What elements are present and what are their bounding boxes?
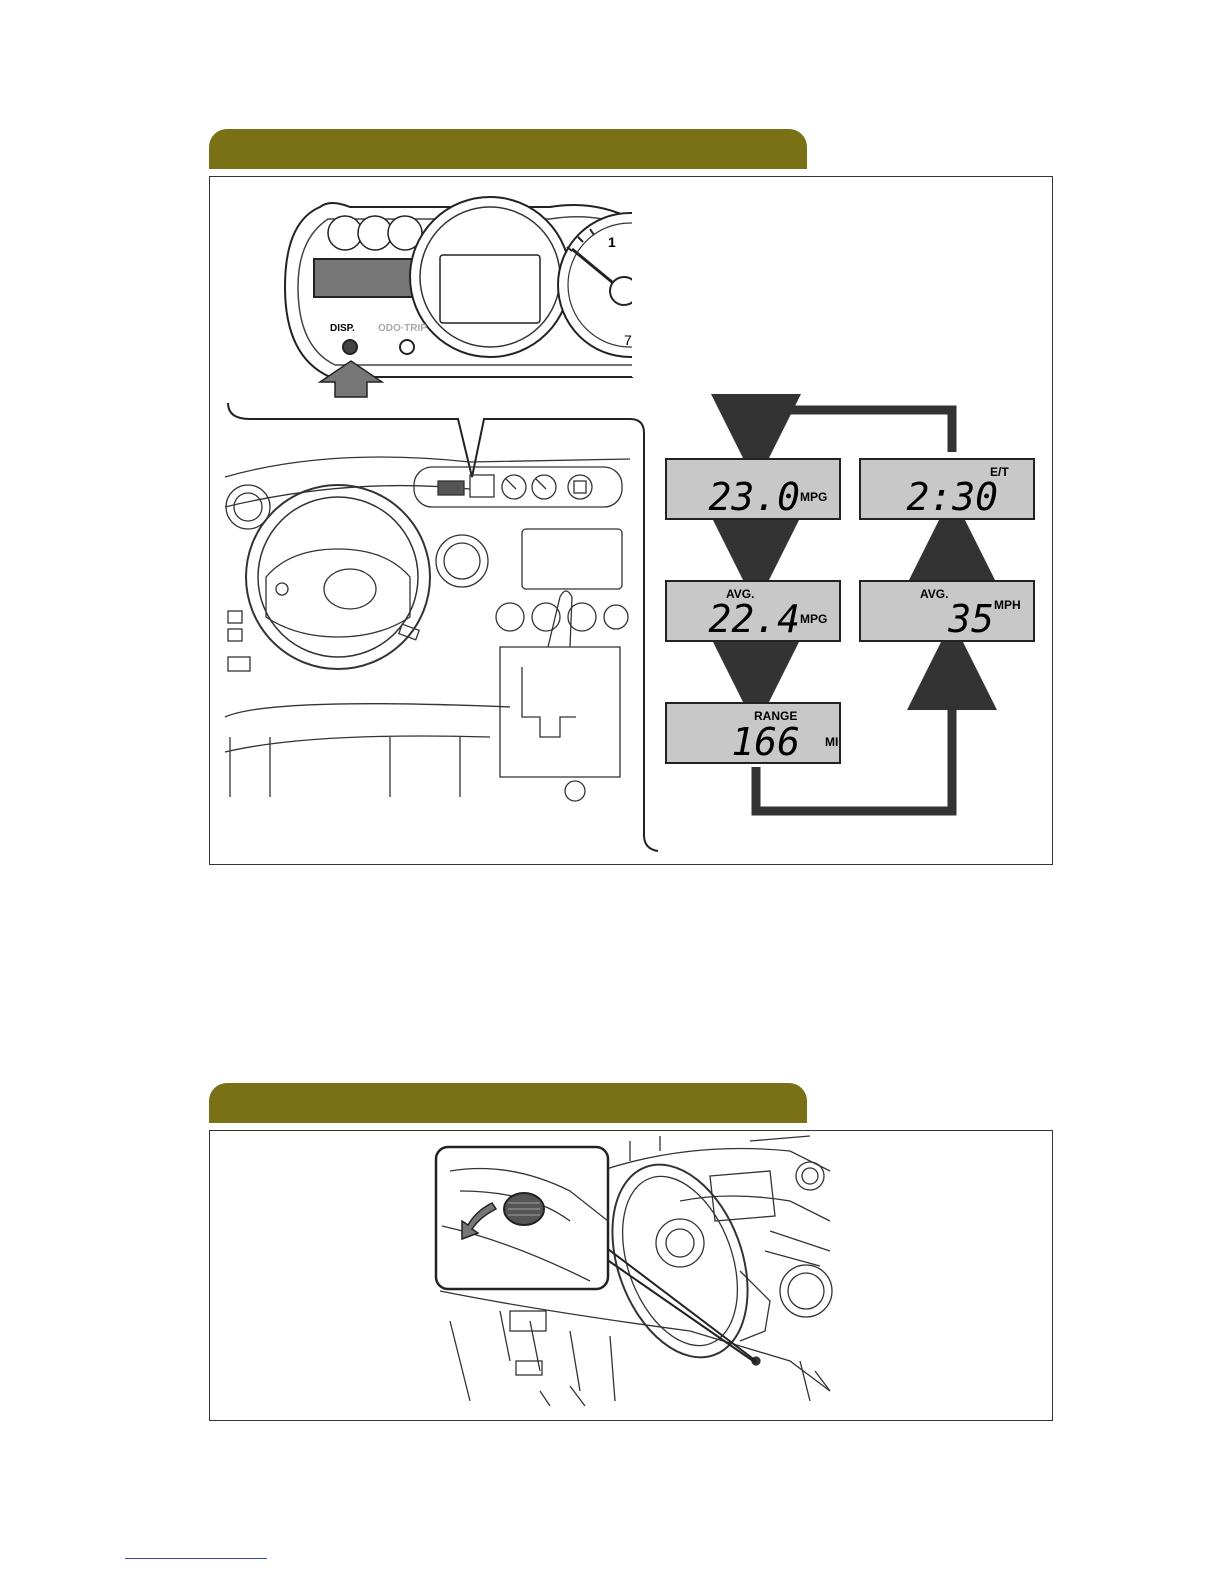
lcd-average-speed-label: AVG. — [920, 587, 948, 601]
odo-trip-button[interactable] — [400, 340, 414, 354]
gauge-mark-1: 1 — [608, 234, 616, 250]
lcd-average-mpg-unit: MPG — [800, 612, 827, 626]
lcd-current-mpg-value: 23.0 — [708, 475, 800, 519]
disp-button[interactable] — [343, 340, 357, 354]
trip-display-illustration: 1 7 DISP. ODO·TRIP — [210, 177, 1052, 864]
fuel-door-release-inset — [436, 1147, 608, 1289]
lcd-average-speed-unit: MPH — [994, 598, 1021, 612]
lcd-range: RANGE 166 MI — [666, 703, 840, 764]
lcd-elapsed-time-value: 2:30 — [906, 475, 998, 519]
gauge-mark-7: 7 — [624, 332, 632, 348]
lcd-current-mpg: 23.0 MPG — [666, 459, 840, 519]
callout-outline — [228, 403, 658, 851]
lcd-average-speed: AVG. 35 MPH — [860, 581, 1034, 641]
lcd-elapsed-time: E/T 2:30 — [860, 459, 1034, 519]
lcd-average-speed-value: 35 — [947, 597, 994, 641]
disp-button-label: DISP. — [330, 323, 355, 334]
fuel-door-release-figure — [209, 1130, 1053, 1421]
section-header-tab-2 — [209, 1083, 807, 1123]
lcd-range-unit: MI — [825, 735, 838, 749]
trip-display-figure: 1 7 DISP. ODO·TRIP — [209, 176, 1053, 865]
odo-trip-button-label: ODO·TRIP — [378, 323, 427, 334]
footer-link-underline — [125, 1558, 267, 1559]
instrument-cluster-closeup: 1 7 DISP. ODO·TRIP — [285, 197, 702, 377]
lcd-average-mpg-value: 22.4 — [708, 597, 800, 641]
lcd-current-mpg-unit: MPG — [800, 490, 827, 504]
warning-lamp-2 — [358, 216, 392, 250]
fuel-door-illustration — [210, 1131, 1052, 1420]
lcd-range-value: 166 — [731, 720, 800, 764]
multi-info-display — [314, 259, 414, 297]
lcd-average-mpg: AVG. 22.4 MPG — [666, 581, 840, 641]
dashboard-overview — [225, 457, 630, 801]
warning-lamp-1 — [328, 216, 362, 250]
section-header-tab-1 — [209, 129, 807, 169]
center-display — [440, 255, 540, 323]
